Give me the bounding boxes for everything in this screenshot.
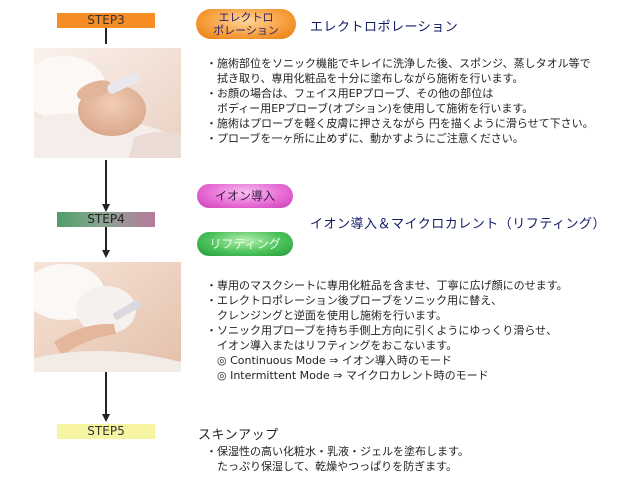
step3-label: STEP3 [57,13,155,28]
step4-photo [34,262,181,372]
step5-line-2: たっぷり保湿して、乾燥やつっぱりを防ぎます。 [206,460,458,473]
electroporation-badge: エレクトロ ポレーション [196,9,296,39]
step3-line-2: 拭き取り、専用化粧品を十分に塗布しながら施術を行います。 [206,72,524,85]
step4-description: ・専用のマスクシートに専用化粧品を含ませ、丁寧に広げ顔にのせます。 ・エレクトロ… [206,278,568,383]
timeline-arrow-2 [101,250,110,258]
step4-line-6: ◎ Continuous Mode ⇒ イオン導入時のモード [206,354,452,367]
step5-label: STEP5 [57,424,155,439]
step3-line-1: ・施術部位をソニック機能でキレイに洗浄した後、スポンジ、蒸しタオル等で [206,57,591,70]
timeline-arrow-3 [101,414,110,422]
step4-line-3: クレンジングと逆面を使用し施術を行います。 [206,309,447,322]
step4-title: イオン導入＆マイクロカレント（リフティング） [310,217,606,232]
step3-line-5: ・施術はプローブを軽く皮膚に押さえながら 円を描くように滑らせて下さい。 [206,117,594,130]
step4-label: STEP4 [57,212,155,227]
step4-line-1: ・専用のマスクシートに専用化粧品を含ませ、丁寧に広げ顔にのせます。 [206,279,568,292]
step5-title: スキンアップ [198,428,279,443]
step3-line-4: ボディー用EPプローブ(オプション)を使用して施術を行います。 [206,102,534,115]
step3-line-3: ・お顔の場合は、フェイス用EPプローブ、その他の部位は [206,87,494,100]
step3-facial-image [34,48,181,158]
timeline-line-4 [105,372,107,416]
lifting-badge: リフティング [197,232,293,256]
step3-line-6: ・プローブを一ヶ所に止めずに、動かすようにご注意ください。 [206,132,524,145]
step4-line-2: ・エレクトロポレーション後プローブをソニック用に替え、 [206,294,503,307]
timeline-arrow-1 [101,204,110,212]
step5-description: ・保湿性の高い化粧水・乳液・ジェルを塗布します。 たっぷり保湿して、乾燥やつっぱ… [206,444,469,474]
step3-description: ・施術部位をソニック機能でキレイに洗浄した後、スポンジ、蒸しタオル等で 拭き取り… [206,56,594,146]
step3-photo [34,48,181,158]
timeline-line-3 [105,227,107,251]
step4-line-4: ・ソニック用プローブを持ち手側上方向に引くようにゆっくり滑らせ、 [206,324,558,337]
timeline-line-1 [105,28,107,44]
step4-facial-image [34,262,181,372]
electroporation-badge-line1: エレクトロ [218,11,274,24]
ion-introduction-badge: イオン導入 [197,184,293,208]
step3-title: エレクトロポレーション [310,20,459,35]
electroporation-badge-line2: ポレーション [213,24,279,37]
timeline-line-2 [105,160,107,206]
step4-line-7: ◎ Intermittent Mode ⇒ マイクロカレント時のモード [206,369,489,382]
step5-line-1: ・保湿性の高い化粧水・乳液・ジェルを塗布します。 [206,445,469,458]
step4-line-5: イオン導入またはリフティングをおこないます。 [206,339,458,352]
